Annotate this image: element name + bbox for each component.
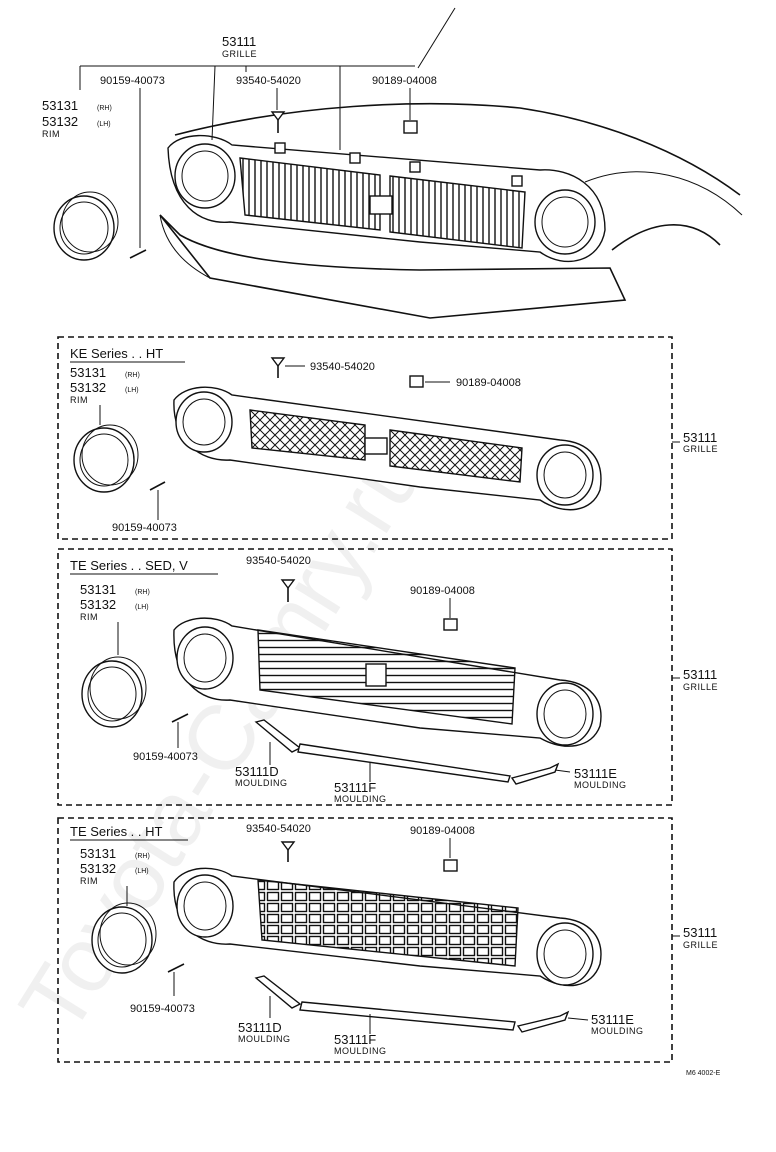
rim-rh-pn: 53131 — [80, 846, 116, 861]
screw — [149, 481, 166, 491]
rim-rh-pn: 53131 — [70, 365, 106, 380]
moulding-d-pn: 53111D — [235, 764, 279, 779]
rim — [81, 660, 143, 728]
bolt-pn-top: 93540-54020 — [236, 75, 301, 87]
panel-ke-ht: KE Series . . HT 53131 (RH) 53132 (LH) R… — [57, 336, 718, 540]
bumper — [159, 214, 627, 319]
rim-lh-pn: 53132 — [80, 597, 116, 612]
svg-text:MOULDING: MOULDING — [334, 794, 387, 804]
mesh-right — [389, 429, 523, 483]
nut-pn: 90189-04008 — [410, 825, 475, 837]
rim — [91, 906, 153, 974]
grille-pn: 53111 — [683, 667, 717, 682]
nut-top — [403, 120, 418, 134]
headlamp-opening-right — [534, 189, 596, 255]
svg-text:(LH): (LH) — [135, 868, 149, 875]
moulding-d-pn: 53111D — [238, 1020, 282, 1035]
screw-pn: 90159-40073 — [112, 522, 177, 534]
grille-insert — [257, 879, 519, 967]
moulding-e-pn: 53111E — [574, 766, 617, 781]
screw-pn: 90159-40073 — [133, 751, 198, 763]
grille-pn: 53111 — [683, 925, 717, 940]
mesh-left — [249, 409, 366, 461]
svg-text:(RH): (RH) — [97, 105, 112, 112]
grille-name: GRILLE — [683, 444, 718, 454]
headlamp-opening-left — [174, 143, 236, 209]
svg-text:(RH): (RH) — [135, 589, 150, 596]
panel-title: KE Series . . HT — [70, 346, 163, 361]
bolt — [280, 579, 296, 590]
nut-pn: 90189-04008 — [410, 585, 475, 597]
emblem — [365, 663, 387, 687]
rim-rh-pn: 53131 — [80, 582, 116, 597]
moulding-f-pn: 53111F — [334, 1032, 376, 1047]
rim-rh-pn-top: 53131 — [42, 98, 78, 113]
svg-text:(LH): (LH) — [125, 387, 139, 394]
svg-text:MOULDING: MOULDING — [334, 1046, 387, 1056]
panel-box — [57, 548, 673, 806]
rim-lh-pn-top: 53132 — [42, 114, 78, 129]
grille-name: GRILLE — [683, 940, 718, 950]
moulding-f — [297, 743, 511, 783]
panel-box — [57, 336, 673, 540]
bolt — [270, 357, 286, 368]
rim — [73, 427, 135, 493]
moulding-f — [299, 1001, 516, 1031]
rim-name: RIM — [70, 395, 88, 405]
svg-text:MOULDING: MOULDING — [235, 778, 288, 788]
wheel-arch — [611, 224, 721, 251]
moulding-d — [254, 975, 302, 1009]
screw-pn-top: 90159-40073 — [100, 75, 165, 87]
nut-pn: 90189-04008 — [456, 377, 521, 389]
fender-line — [584, 171, 743, 216]
grille-pn: 53111 — [683, 430, 717, 445]
grille-name: GRILLE — [683, 682, 718, 692]
grille-name-top: GRILLE — [222, 49, 257, 59]
rim-name: RIM — [80, 612, 98, 622]
leader-line — [417, 7, 456, 69]
screw — [171, 713, 189, 723]
svg-text:(LH): (LH) — [97, 121, 111, 128]
rim-lh-pn: 53132 — [80, 861, 116, 876]
bumper-left — [159, 214, 211, 279]
bolt-pn: 93540-54020 — [246, 823, 311, 835]
bolt-top — [270, 111, 286, 122]
bolt-pn: 93540-54020 — [246, 555, 311, 567]
grille-insert-left — [239, 157, 381, 231]
panel-box — [57, 817, 673, 1063]
emblem — [369, 195, 393, 215]
bolt — [280, 841, 296, 852]
svg-text:(LH): (LH) — [135, 604, 149, 611]
rim-name: RIM — [80, 876, 98, 886]
moulding-e — [516, 1010, 570, 1033]
moulding-e-pn: 53111E — [591, 1012, 634, 1027]
nut — [409, 375, 424, 388]
nut-pn-top: 90189-04008 — [372, 75, 437, 87]
moulding-e — [510, 762, 560, 785]
screw-top — [129, 249, 147, 259]
panel-te-sed: TE Series . . SED, V 53131 (RH) 53132 (L… — [57, 548, 718, 806]
moulding-f-pn: 53111F — [334, 780, 376, 795]
figure-code: M6 4002-E — [686, 1070, 721, 1077]
svg-text:MOULDING: MOULDING — [574, 780, 627, 790]
grille-pn-top: 53111 — [222, 34, 256, 49]
svg-text:MOULDING: MOULDING — [238, 1034, 291, 1044]
panel-title: TE Series . . SED, V — [70, 558, 188, 573]
top-assembly: 53111 GRILLE 90159-40073 93540-54020 901… — [42, 7, 743, 319]
panel-title: TE Series . . HT — [70, 824, 163, 839]
screw — [167, 963, 185, 973]
bolt-pn: 93540-54020 — [310, 361, 375, 373]
rim-name-top: RIM — [42, 129, 60, 139]
emblem — [364, 437, 388, 455]
nut — [443, 618, 458, 631]
rim-top — [53, 195, 115, 261]
svg-text:MOULDING: MOULDING — [591, 1026, 644, 1036]
svg-text:(RH): (RH) — [135, 853, 150, 860]
panel-te-ht: TE Series . . HT 53131 (RH) 53132 (LH) R… — [57, 817, 718, 1063]
nut — [443, 859, 458, 872]
rim-lh-pn: 53132 — [70, 380, 106, 395]
screw-pn: 90159-40073 — [130, 1003, 195, 1015]
svg-text:(RH): (RH) — [125, 372, 140, 379]
